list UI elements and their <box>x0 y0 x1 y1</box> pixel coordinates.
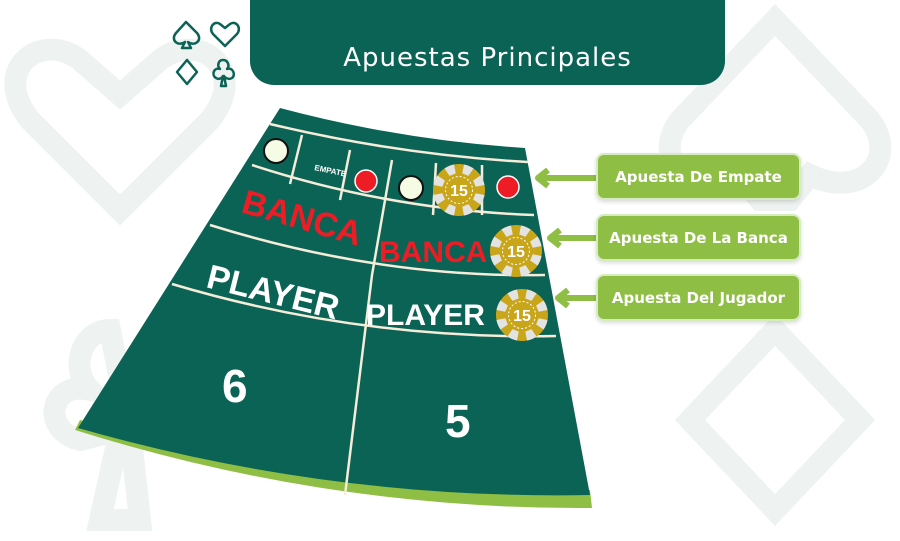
chip-banca[interactable]: 15 <box>490 225 542 277</box>
chip-player[interactable]: 15 <box>496 289 548 341</box>
club-icon <box>212 58 236 88</box>
banca-label-right: BANCA <box>379 236 487 269</box>
table-lines <box>171 122 557 496</box>
player-pair-circle-right[interactable] <box>398 175 424 201</box>
chip-empate[interactable]: 15 <box>433 164 485 216</box>
page-title: Apuestas Principales <box>250 0 725 85</box>
banker-pair-circle[interactable] <box>354 169 378 193</box>
chip-value: 15 <box>513 308 531 325</box>
table-rim <box>75 420 592 509</box>
right-score: 5 <box>445 395 471 447</box>
heart-icon <box>209 21 241 48</box>
banker-pair-circle-right[interactable] <box>496 175 520 199</box>
arrow-player-icon <box>555 287 596 309</box>
chip-value: 15 <box>507 244 525 261</box>
chip-value: 15 <box>450 183 468 200</box>
left-score: 6 <box>222 360 248 412</box>
callout-jugador: Apuesta Del Jugador <box>596 274 801 321</box>
callout-empate: Apuesta De Empate <box>596 153 801 200</box>
bg-heart-icon <box>4 38 236 226</box>
arrow-empate-icon <box>535 167 596 189</box>
callout-banca: Apuesta De La Banca <box>596 214 801 261</box>
player-pair-circle[interactable] <box>263 138 289 164</box>
arrow-banca-icon <box>547 227 596 249</box>
spade-icon <box>172 20 201 50</box>
bg-diamond-icon <box>674 313 876 527</box>
bg-club-icon <box>43 318 153 531</box>
player-label-right: PLAYER <box>366 299 485 332</box>
diamond-icon <box>175 58 199 86</box>
